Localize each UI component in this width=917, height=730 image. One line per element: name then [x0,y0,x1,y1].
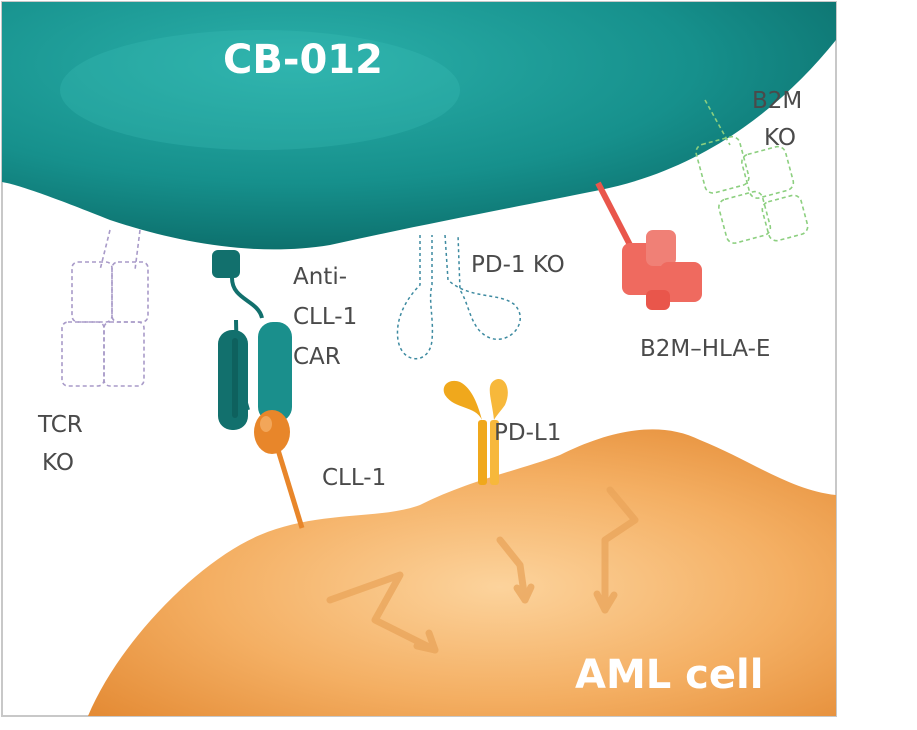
b2m-ko-label-line2: KO [764,125,796,151]
hla-e-protein-icon [595,181,702,310]
car-label-line3: CAR [293,344,341,370]
aml-cell-label: AML cell [575,652,763,698]
pd1-ko-label: PD-1 KO [471,252,565,278]
car-receptor-icon [212,250,292,430]
signal-arrow-icon [326,486,639,654]
aml-cell-body [88,429,836,716]
car-label-line1: Anti- [293,264,347,290]
tcr-ko-label-line2: KO [42,450,74,476]
tcr-ko-label-line1: TCR [37,412,83,438]
car-label-line2: CLL-1 [293,304,357,330]
cll1-antigen-icon [254,410,305,529]
tcr-ghost-icon [61,229,149,387]
pdl1-ligand-icon [443,379,508,485]
cb012-label: CB-012 [223,37,383,83]
pd1-ghost-icon [396,234,521,360]
b2m-hla-e-label: B2M–HLA-E [640,336,770,362]
b2m-ko-label-line1: B2M [752,88,802,114]
cll1-label: CLL-1 [322,465,386,491]
b2m-ghost-icon [695,99,809,244]
pdl1-label: PD-L1 [494,420,561,446]
cb012-cell-body [2,2,836,250]
cb012-highlight [60,30,460,150]
